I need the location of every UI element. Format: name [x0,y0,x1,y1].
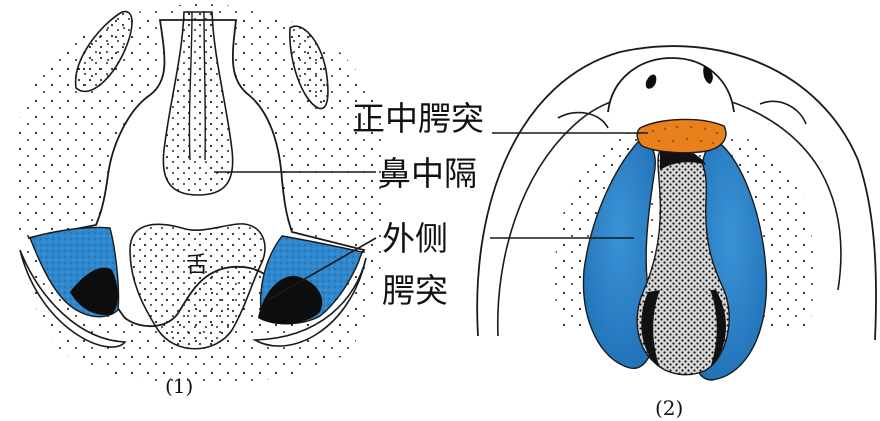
panel-2-median-palatine-process [636,118,727,154]
panel-1-left-fold [19,249,127,348]
panel-1-left-process-dark [70,267,118,316]
label-lateral-palatine-process-line1: 外侧 [382,219,448,258]
panel-1-septum-groove [188,11,206,161]
panel-2-left-cheek [557,111,609,129]
panel-1-right-process-dark [258,275,323,325]
panel-1-nasal-septum [162,11,234,196]
panel-2-caption: (2) [655,396,683,420]
label-median-palatine-process: 正中腭突 [352,99,484,138]
panel-1-section [16,4,387,384]
panel-1-tongue [129,223,266,350]
panel-2-right-cheek [759,100,807,125]
panel-2-septum-shadow-left [641,290,660,368]
panel-2-median-process-texture [651,125,719,145]
leader-lines [214,132,648,301]
label-nasal-septum: 鼻中隔 [378,154,477,193]
panel-2-nose [607,57,735,113]
panel-2-right-nostril [703,66,713,84]
label-lateral-palatine-process-line2: 腭突 [382,271,448,310]
panel-1-caption: (1) [165,374,193,398]
panel-2-left-nostril [645,74,657,89]
panel-2-septum-shadow-right [710,290,727,368]
panel-1-right-concha [289,25,329,110]
panel-1-right-fold [252,257,367,347]
panel-2-outer-outline [476,45,877,341]
panel-2-septum-top-dark [660,150,706,170]
panel-1-left-concha [74,10,133,93]
panel-2-palate [476,45,877,381]
panel-2-nasal-septum [636,148,730,376]
tongue-label: 舌 [186,253,208,278]
leader-lateral-panel-1 [267,237,377,301]
